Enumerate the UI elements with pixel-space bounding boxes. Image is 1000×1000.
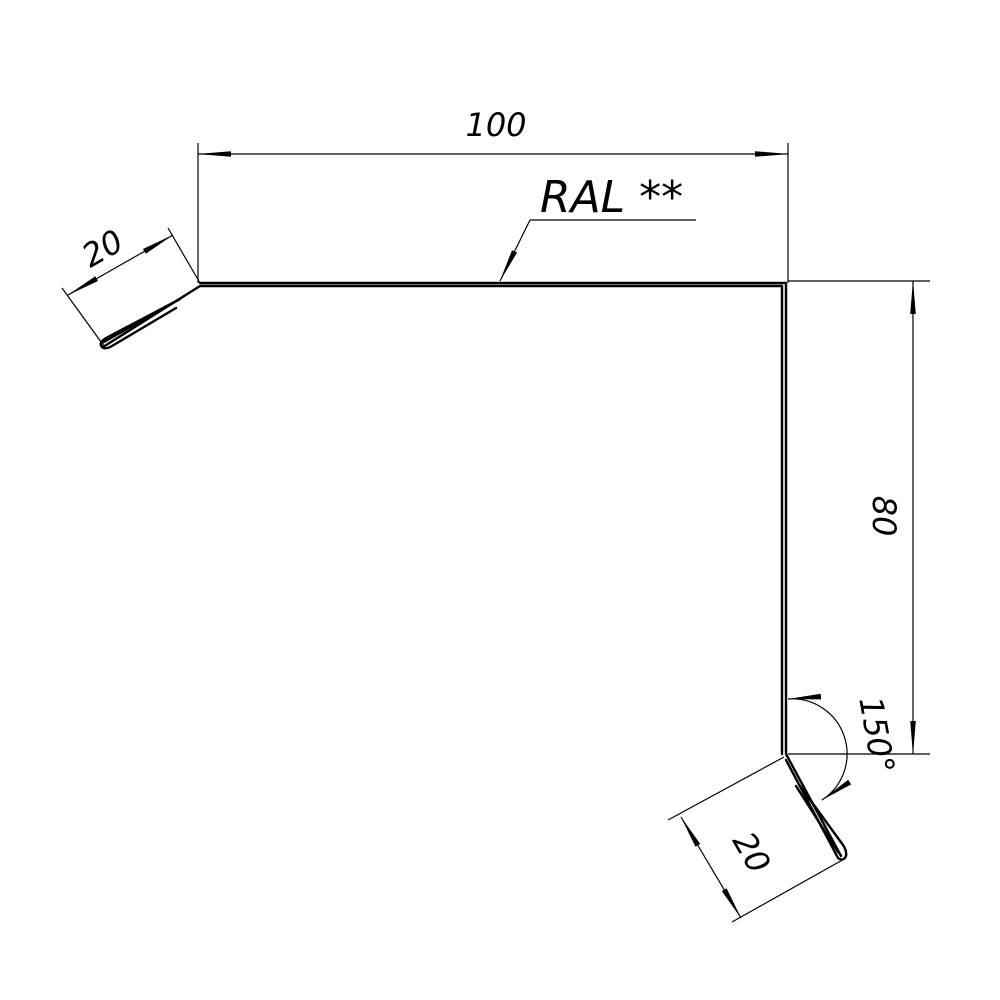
dimension-bottom-flange: 20	[667, 756, 847, 923]
dimension-side-height: 80	[788, 280, 930, 755]
material-callout: RAL **	[499, 172, 696, 282]
dimension-label-side: 80	[865, 496, 903, 537]
sheet-metal-profile	[99, 281, 848, 861]
extension-line-bottom-flange-start	[667, 756, 785, 821]
extension-line-flange-top	[167, 227, 201, 284]
bottom-hem-inner	[794, 784, 840, 854]
material-label: RAL **	[540, 172, 683, 223]
dimension-label-left-flange: 20	[75, 222, 129, 275]
dimension-line-bottom-flange	[680, 816, 742, 919]
extension-line-flange-bottom	[61, 287, 105, 347]
callout-leader-line	[499, 219, 531, 282]
left-hem-fold	[99, 297, 182, 350]
bottom-hem-fold	[784, 758, 848, 861]
dimension-label-top: 100	[465, 106, 526, 144]
angle-arc	[787, 693, 852, 801]
profile-inner-line	[101, 284, 784, 756]
extension-line-bottom-flange-end	[731, 857, 847, 923]
dimension-label-bottom-flange: 20	[725, 825, 778, 879]
dimension-line-left-flange	[67, 234, 174, 296]
profile-outer-line	[100, 281, 843, 858]
dimension-bend-angle: 150°	[787, 693, 902, 801]
angle-label: 150°	[851, 694, 902, 777]
dimension-top-width: 100	[197, 106, 789, 283]
